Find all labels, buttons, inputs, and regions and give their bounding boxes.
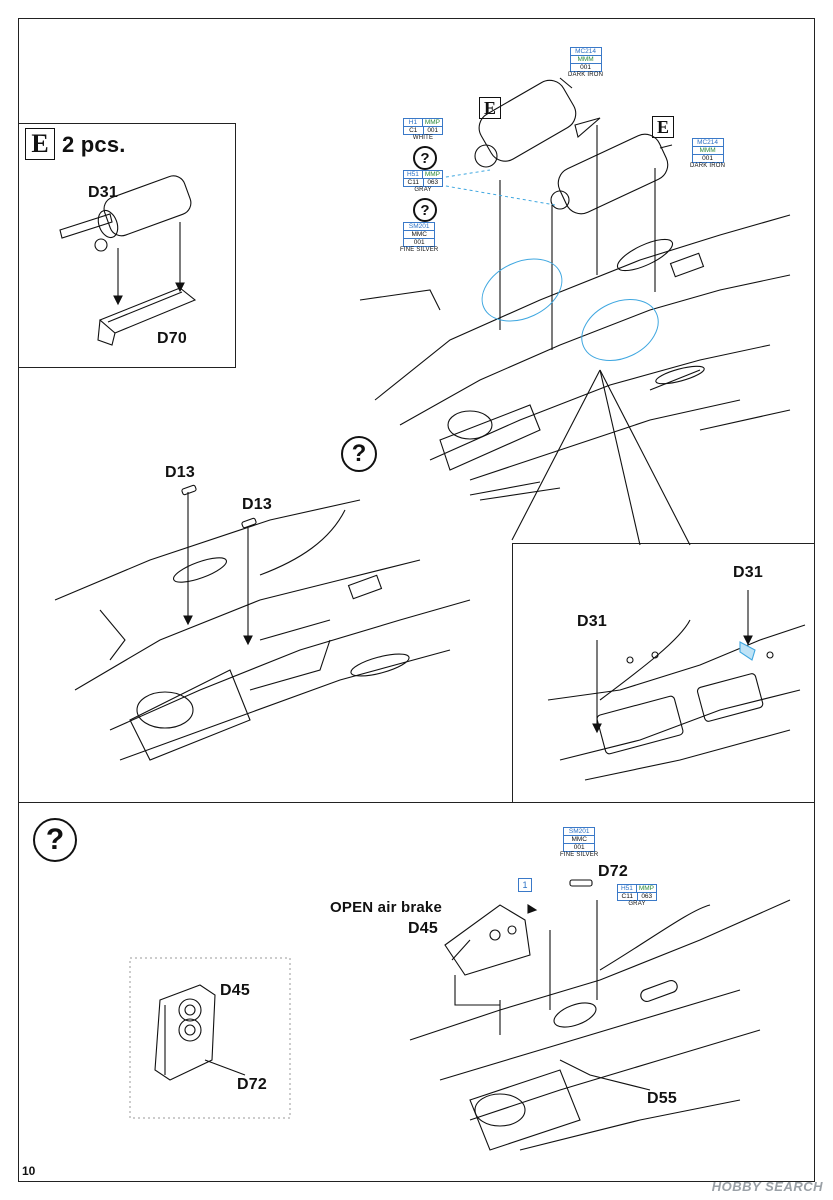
paint-code: MC214 [697,139,719,146]
d45-air-brake-drawing [444,904,531,976]
detail-d31-label-right: D31 [733,564,763,581]
middle-d13-label-b: D13 [242,496,272,513]
paint-number: 001 [422,127,443,134]
paint-number: 063 [636,893,657,900]
paint-name: DARK IRON [568,72,604,78]
question-icon: ? [413,146,437,170]
upper-e-right-letter: E [652,116,674,138]
detail-fuselage-drawing [547,619,806,781]
lower-fuselage-drawing [409,899,791,1151]
paint-number: 063 [422,179,443,186]
paint-brand: MMP [421,171,442,178]
paint-code-dark-iron-top: MC214 MMM 001 DARK IRON [568,47,603,79]
step-number-box: 1 [518,878,532,892]
detail-d31-label-left: D31 [577,613,607,630]
lower-d55-label: D55 [647,1090,677,1107]
paint-brand: MMC [571,836,587,843]
question-icon: ? [33,818,77,862]
lower-d72-label: D72 [598,863,628,880]
paint-code: SM201 [568,828,590,835]
paint-code: H1 [408,119,418,126]
paint-number: 001 [702,155,713,162]
upper-fuselage-drawing [359,214,791,501]
paint-number: 001 [580,64,591,71]
paint-number: 001 [573,844,585,851]
paint-name: FINE SILVER [400,247,439,253]
paint-name: FINE SILVER [560,852,599,858]
inset-d72-label: D72 [237,1076,267,1093]
d31-part-drawing [59,175,192,252]
watermark-logo: HOBBY SEARCH [711,1179,823,1194]
paint-code-2: C1 [409,127,418,134]
lower-panel-frame [18,802,815,1182]
paint-code-fine-silver: SM201 MMC 001 FINE SILVER [400,222,438,254]
inset-d45-label: D45 [220,982,250,999]
paint-brand: MMP [421,119,442,126]
paint-brand: MMP [635,885,656,892]
paint-code-dark-iron-right: MC214 MMM 001 DARK IRON [690,138,725,170]
paint-code: MC214 [575,48,597,55]
lower-d45-label: D45 [408,920,438,937]
paint-code-2: C11 [621,893,633,900]
paint-code-2: C11 [407,179,419,186]
paint-code: H51 [406,171,419,178]
paint-name: GRAY [628,901,646,907]
paint-code: SM201 [408,223,430,230]
paint-brand: MMC [411,231,427,238]
paint-name: GRAY [414,187,432,193]
open-air-brake-text: OPEN air brake [330,899,443,916]
inset-e-letter: E [25,128,55,160]
middle-d13-label-a: D13 [165,464,195,481]
page-number: 10 [22,1164,36,1178]
inset-e-d70-label: D70 [157,330,187,347]
d70-part-drawing [97,287,197,346]
question-icon: ? [341,436,377,472]
question-icon: ? [413,198,437,222]
inset-e-d31-label: D31 [88,184,118,201]
inset-e-frame [18,123,236,368]
upper-cylinder-right [550,133,673,215]
paint-code: H51 [620,885,633,892]
inset-d45-part-drawing [154,984,216,1081]
detail-inset-frame [512,543,815,803]
inset-e-count: 2 pcs. [62,132,126,157]
middle-fuselage-drawing [54,499,471,761]
upper-cylinder-left [474,77,601,168]
paint-brand: MMM [577,56,594,63]
paint-name: WHITE [412,135,434,141]
lower-inset-dotted-frame [129,957,291,1119]
paint-brand: MMM [699,147,716,154]
paint-code-fine-silver-lower: SM201 MMC 001 FINE SILVER [560,827,598,859]
paint-number: 001 [413,239,425,246]
upper-e-left-letter: E [479,97,501,119]
paint-name: DARK IRON [690,163,726,169]
